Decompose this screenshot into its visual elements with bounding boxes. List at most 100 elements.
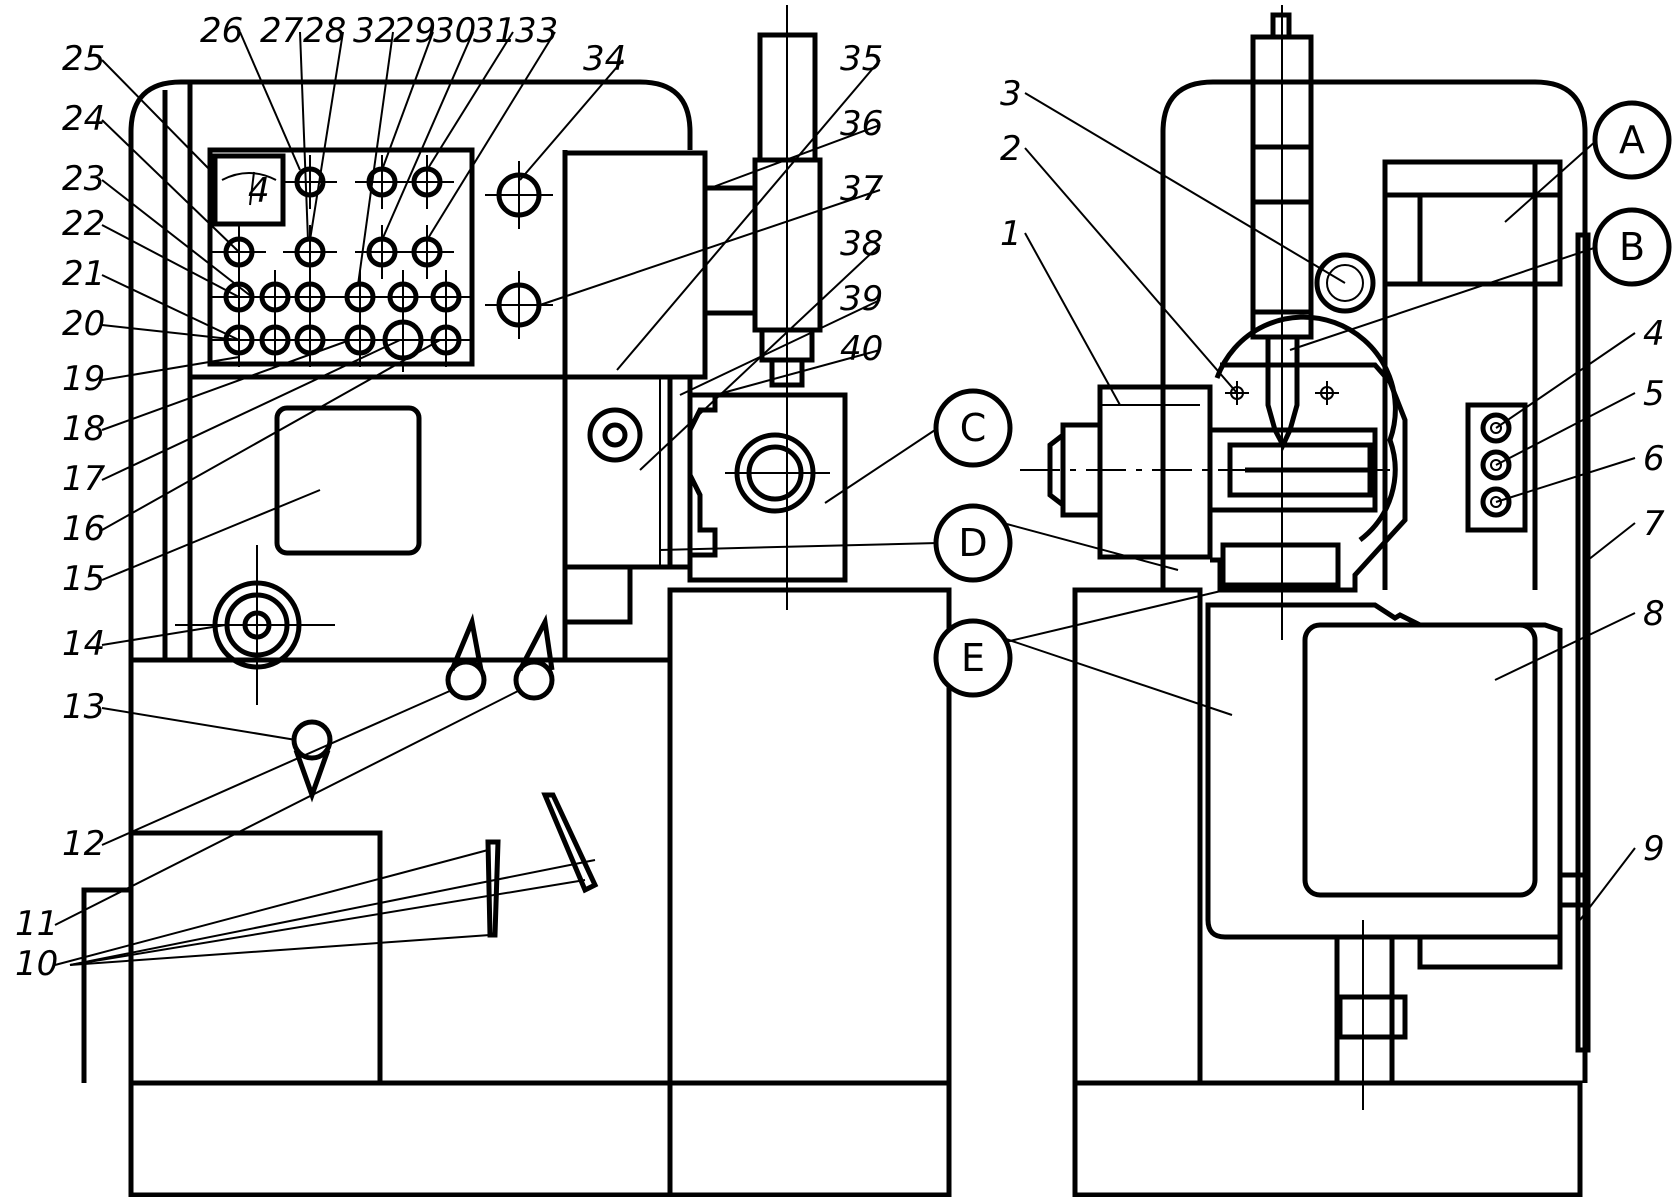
label-18: 18 [62, 409, 105, 449]
lever-12 [445, 659, 487, 701]
base-slab [128, 1080, 952, 1197]
callout-bubble-B [1592, 207, 1672, 287]
callout-bubble-D [933, 503, 1013, 583]
leader-11 [54, 689, 521, 926]
leader-35 [616, 59, 881, 371]
leader-26 [239, 31, 301, 171]
label-38: 38 [840, 224, 883, 264]
leader-28 [309, 31, 344, 241]
leader-12 [101, 689, 453, 846]
leader-31 [426, 31, 514, 171]
label-6: 6 [1643, 439, 1665, 479]
leader-6 [1495, 457, 1636, 503]
column-upper [128, 79, 693, 660]
leader-33 [426, 31, 556, 241]
label-19: 19 [62, 359, 105, 399]
leader-23 [101, 179, 253, 298]
leader-36 [704, 124, 881, 191]
leader-7 [1587, 522, 1636, 561]
side-rail [1575, 232, 1591, 1053]
dial-knob [587, 407, 643, 463]
leader-14 [101, 624, 226, 646]
label-11: 11 [15, 904, 58, 944]
label-5: 5 [1643, 374, 1665, 414]
label-21: 21 [62, 254, 105, 294]
tank-8 [1302, 622, 1538, 898]
gauge [212, 153, 286, 227]
leader-30 [381, 31, 474, 241]
label-31: 31 [473, 11, 516, 51]
leader-15 [101, 489, 321, 581]
housing-E [1205, 602, 1563, 940]
window [274, 405, 422, 556]
lever-10a [485, 839, 501, 938]
leader-17 [101, 339, 401, 481]
front-view: 4 [81, 5, 952, 1197]
label-9: 9 [1643, 829, 1665, 869]
label-12: 12 [62, 824, 105, 864]
leader-1 [1024, 232, 1121, 406]
callout-bubble-E [933, 618, 1013, 698]
callout-bubble-C [933, 388, 1013, 468]
leader-20 [101, 324, 240, 341]
label-40: 40 [840, 329, 883, 369]
label-30: 30 [433, 11, 476, 51]
leader-40 [714, 349, 881, 396]
callout-bubble-A [1592, 100, 1672, 180]
label-15: 15 [62, 559, 105, 599]
leader-9 [1579, 847, 1636, 921]
label-22: 22 [62, 204, 105, 244]
label-4: 4 [1643, 314, 1665, 354]
label-17: 17 [62, 459, 106, 499]
leader-24 [101, 119, 240, 253]
leader-5 [1495, 392, 1636, 466]
label-20: 20 [62, 304, 105, 344]
callout-letter-D: D [958, 521, 987, 565]
label-28: 28 [303, 11, 346, 51]
leader-39 [679, 299, 881, 396]
lever-10b [541, 792, 599, 894]
label-26: 26 [200, 11, 243, 51]
label-16: 16 [62, 509, 105, 549]
label-29: 29 [393, 11, 436, 51]
side-column [1160, 79, 1588, 1083]
label-35: 35 [840, 39, 883, 79]
leader-21 [101, 274, 240, 341]
leader-4 [1495, 332, 1636, 429]
control-panel [207, 147, 475, 367]
label-7: 7 [1643, 504, 1665, 544]
right-pedestal [667, 587, 952, 1086]
callout-letter-B: B [1619, 225, 1645, 269]
leader-29 [381, 31, 434, 171]
knob-3 [1314, 252, 1376, 314]
label-33: 33 [515, 11, 558, 51]
label-1: 1 [1000, 214, 1022, 254]
leader-37 [539, 189, 881, 306]
lever-11 [513, 659, 555, 701]
dividing-head-C [1097, 384, 1213, 560]
leader-32 [357, 31, 394, 286]
label-27: 27 [260, 11, 304, 51]
tool-holder [687, 392, 848, 583]
leader-25 [101, 59, 211, 171]
label-2: 2 [1000, 129, 1022, 169]
button-block [1465, 402, 1528, 533]
leader-27 [299, 31, 309, 241]
label-25: 25 [62, 39, 105, 79]
leader-2 [1024, 147, 1238, 394]
leader-8 [1494, 612, 1636, 681]
label-3: 3 [1000, 74, 1022, 114]
callout-letter-C: C [960, 406, 987, 450]
leader-34 [519, 59, 624, 181]
label-13: 13 [62, 687, 105, 727]
leader-3 [1024, 92, 1346, 284]
label-34: 34 [583, 39, 626, 79]
label-8: 8 [1643, 594, 1665, 634]
label-23: 23 [62, 159, 105, 199]
leader-16 [101, 339, 441, 531]
leader-10 [54, 849, 489, 966]
